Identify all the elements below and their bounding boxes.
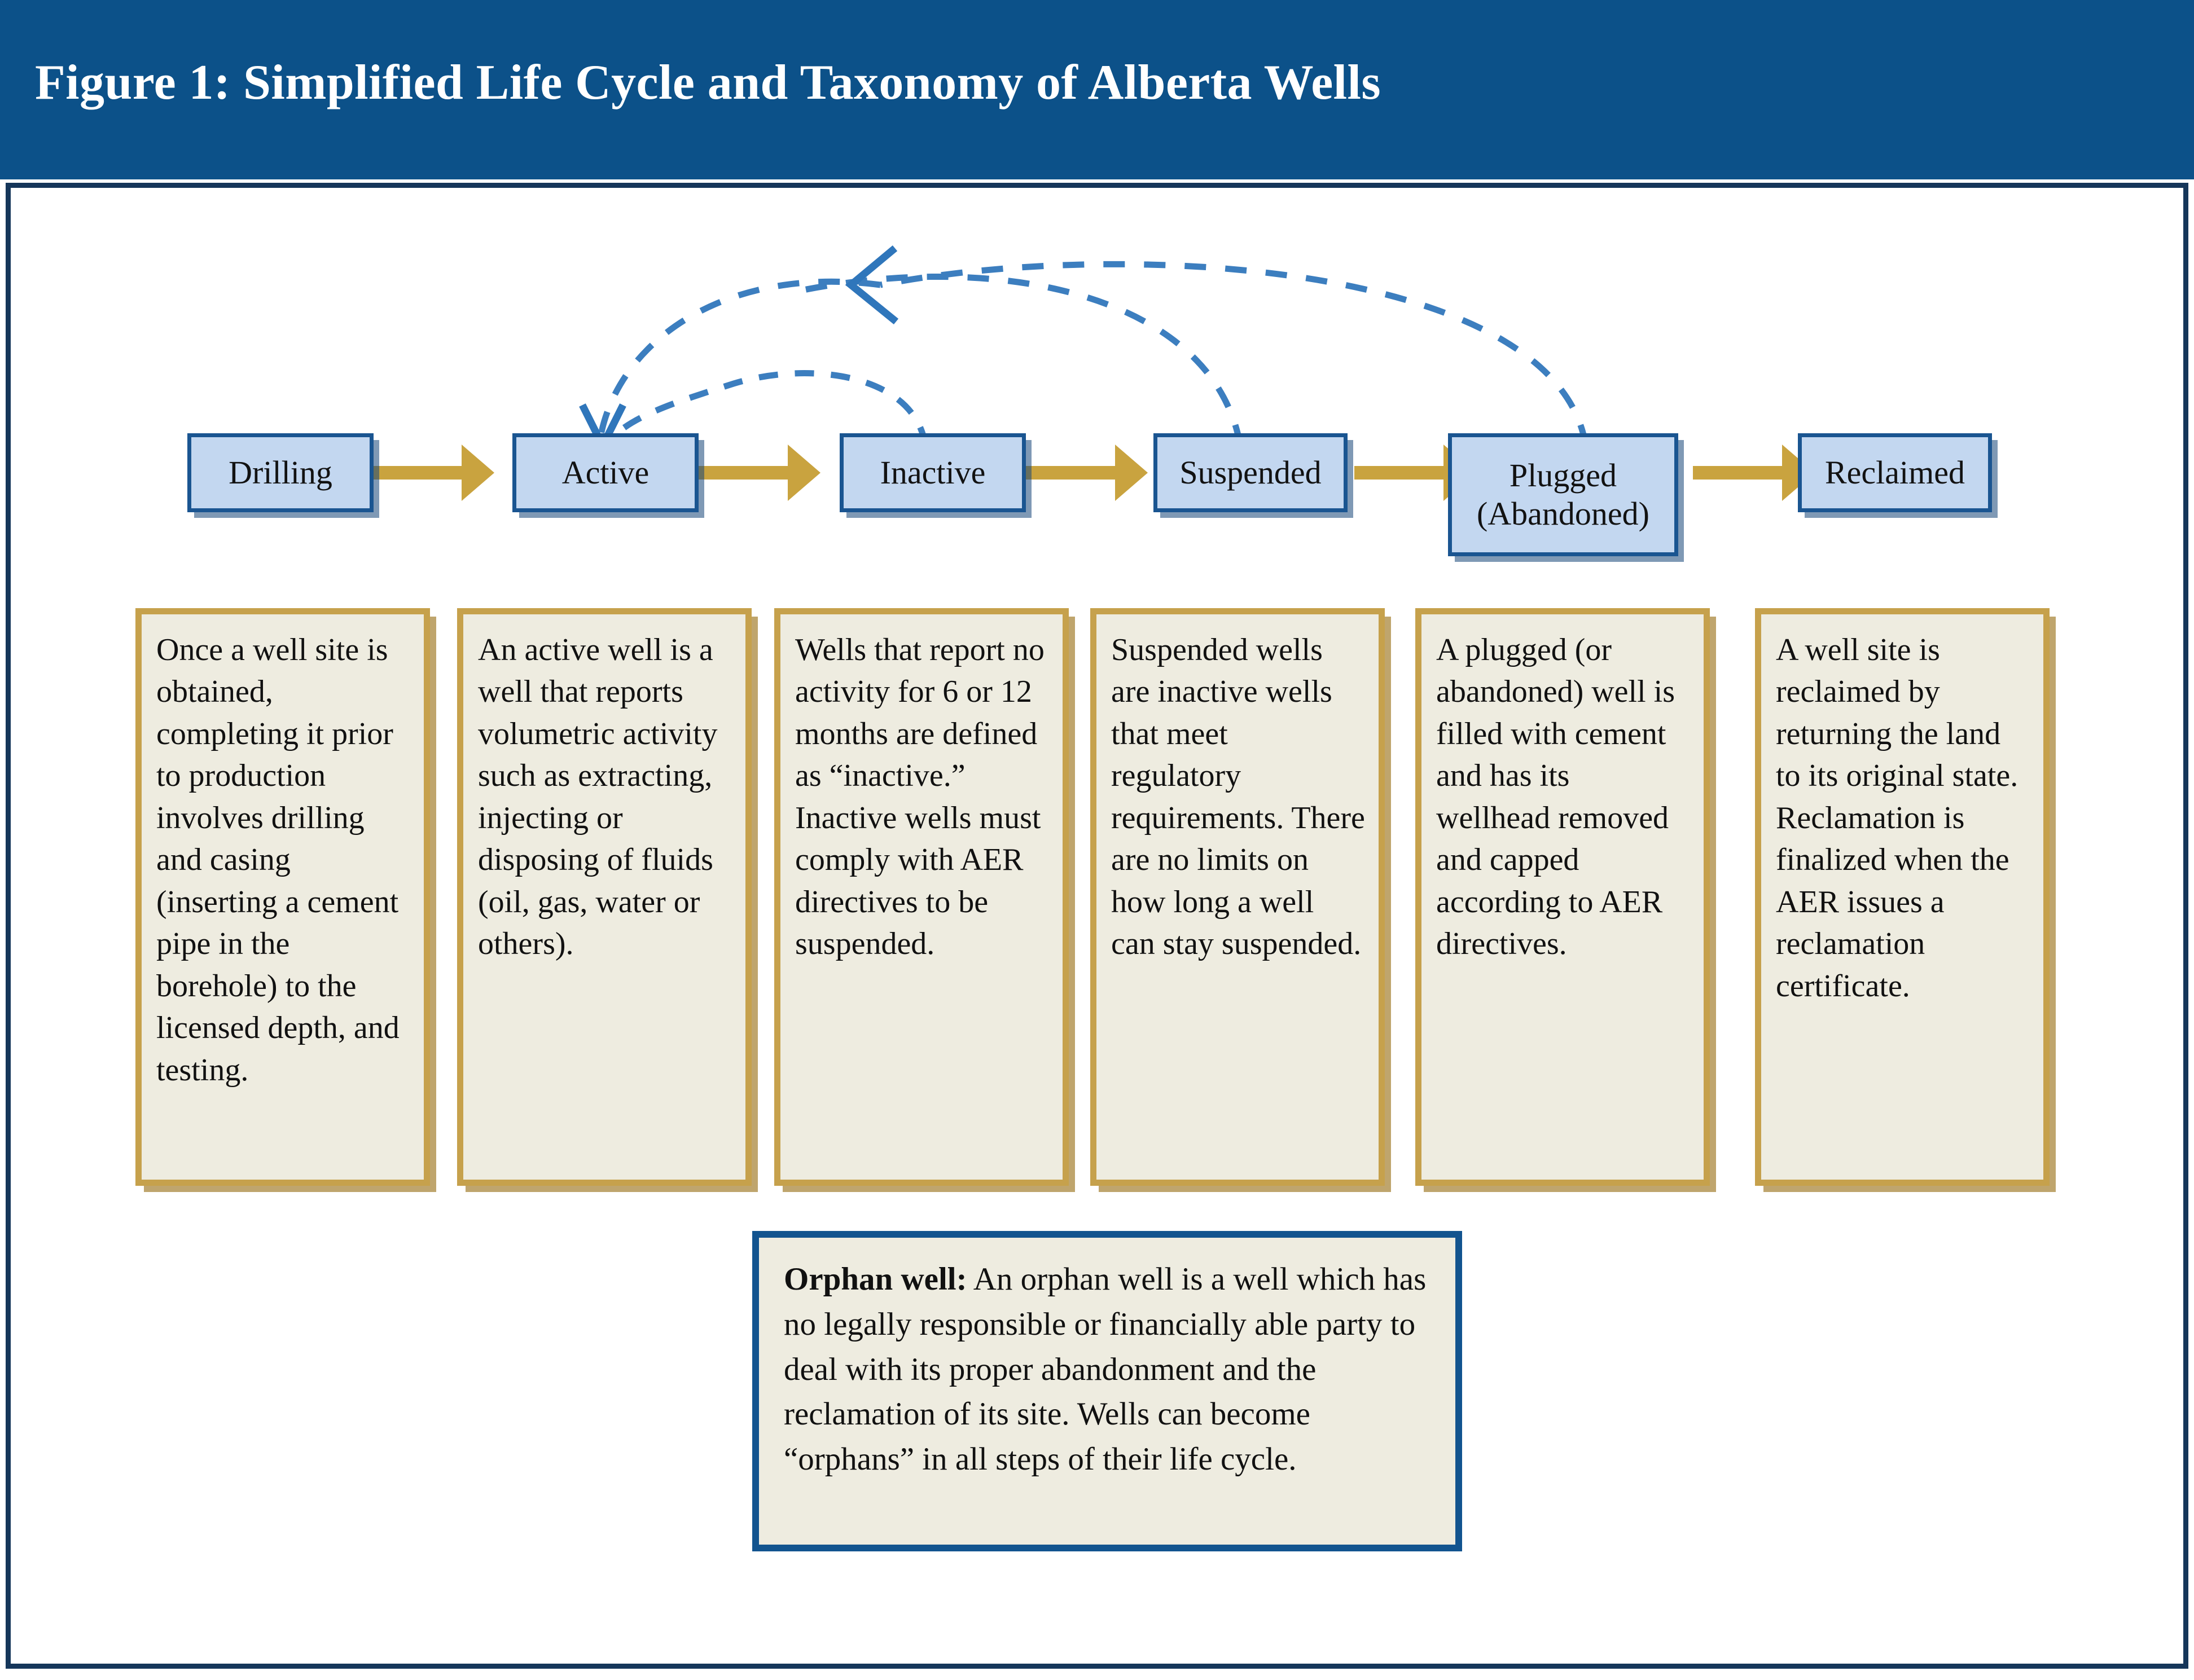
stage-label-plugged-line2: (Abandoned): [1476, 495, 1649, 532]
orphan-well-term: Orphan well:: [784, 1261, 967, 1297]
description-box-suspended: Suspended wells are inactive wells that …: [1090, 608, 1385, 1186]
description-text-plugged: A plugged (or abandoned) well is filled …: [1436, 632, 1675, 962]
stage-box-reclaimed[interactable]: Reclaimed: [1798, 433, 1992, 512]
stage-label-active: Active: [561, 454, 650, 491]
stage-box-active[interactable]: Active: [512, 433, 699, 512]
stage-label-inactive: Inactive: [880, 454, 986, 491]
description-box-drilling: Once a well site is obtained, completing…: [135, 608, 430, 1186]
description-text-inactive: Wells that report no activity for 6 or 1…: [795, 632, 1045, 962]
description-box-inactive: Wells that report no activity for 6 or 1…: [774, 608, 1069, 1186]
description-text-drilling: Once a well site is obtained, completing…: [156, 632, 400, 1088]
stage-label-drilling: Drilling: [229, 454, 332, 491]
figure-title-bar: Figure 1: Simplified Life Cycle and Taxo…: [0, 0, 2194, 179]
stage-box-suspended[interactable]: Suspended: [1153, 433, 1348, 512]
stage-box-drilling[interactable]: Drilling: [187, 433, 374, 512]
orphan-well-callout: Orphan well: An orphan well is a well wh…: [752, 1231, 1462, 1551]
stage-box-inactive[interactable]: Inactive: [840, 433, 1026, 512]
description-box-active: An active well is a well that reports vo…: [457, 608, 752, 1186]
description-box-reclaimed: A well site is reclaimed by returning th…: [1755, 608, 2050, 1186]
page-title: Figure 1: Simplified Life Cycle and Taxo…: [35, 55, 1381, 110]
description-box-plugged: A plugged (or abandoned) well is filled …: [1415, 608, 1710, 1186]
stage-label-suspended: Suspended: [1179, 454, 1322, 491]
stage-label-plugged-line1: Plugged: [1509, 456, 1617, 494]
description-text-active: An active well is a well that reports vo…: [478, 632, 718, 962]
description-text-reclaimed: A well site is reclaimed by returning th…: [1776, 632, 2019, 1004]
orphan-well-body: An orphan well is a well which has no le…: [784, 1261, 1427, 1477]
description-text-suspended: Suspended wells are inactive wells that …: [1111, 632, 1365, 962]
stage-box-plugged[interactable]: Plugged (Abandoned): [1448, 433, 1678, 556]
stage-label-reclaimed: Reclaimed: [1824, 454, 1965, 491]
orphan-well-text: Orphan well: An orphan well is a well wh…: [784, 1257, 1431, 1482]
stage-label-plugged: Plugged (Abandoned): [1471, 456, 1655, 534]
